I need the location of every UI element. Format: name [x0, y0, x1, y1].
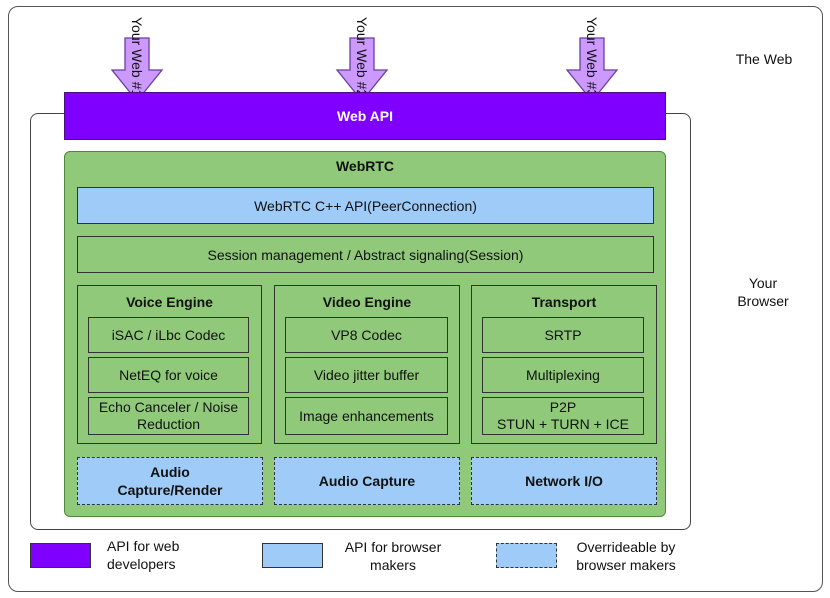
arrow-label: Your Web #1	[129, 16, 145, 98]
audio-capture-render-box: Audio Capture/Render	[77, 457, 263, 505]
legend-swatch-overridable	[496, 543, 557, 568]
web-app-1-arrow: Your Web #1	[107, 8, 167, 108]
engine-item: P2P STUN + TURN + ICE	[482, 397, 644, 435]
your-browser-label: Your Browser	[737, 275, 789, 309]
down-arrow-icon	[335, 37, 389, 103]
engine-item: NetEQ for voice	[88, 357, 249, 393]
network-io-box: Network I/O	[471, 457, 657, 505]
cpp-api-box: WebRTC C++ API(PeerConnection)	[77, 187, 654, 224]
session-management-box: Session management / Abstract signaling(…	[77, 236, 654, 273]
engine-item: Echo Canceler / Noise Reduction	[88, 397, 249, 435]
web-app-2-arrow: Your Web #2	[332, 8, 392, 108]
video-engine-title: Video Engine	[322, 294, 412, 310]
down-arrow-icon	[565, 37, 619, 103]
web-api-bar: Web API	[64, 92, 666, 140]
arrow-label: Your Web #2	[354, 16, 370, 98]
engine-item: Video jitter buffer	[285, 357, 448, 393]
arrow-label: Your Web #3	[584, 16, 600, 98]
down-arrow-icon	[110, 37, 164, 103]
engine-item: SRTP	[482, 317, 644, 353]
audio-capture-box: Audio Capture	[274, 457, 460, 505]
legend-swatch-browser-api	[262, 543, 323, 568]
the-web-label: The Web	[735, 51, 793, 67]
web-app-3-arrow: Your Web #3	[562, 8, 622, 108]
engine-item: VP8 Codec	[285, 317, 448, 353]
transport-title: Transport	[531, 294, 597, 310]
engine-item: Image enhancements	[285, 397, 448, 435]
voice-engine-title: Voice Engine	[126, 294, 213, 310]
engine-item: Multiplexing	[482, 357, 644, 393]
engine-item: iSAC / iLbc Codec	[88, 317, 249, 353]
legend-swatch-web-api	[30, 543, 91, 568]
legend-label: API for web developers	[107, 538, 180, 572]
legend-label: API for browser makers	[344, 539, 442, 573]
legend-label: Overrideable by browser makers	[576, 539, 676, 573]
webrtc-title: WebRTC	[335, 158, 395, 174]
